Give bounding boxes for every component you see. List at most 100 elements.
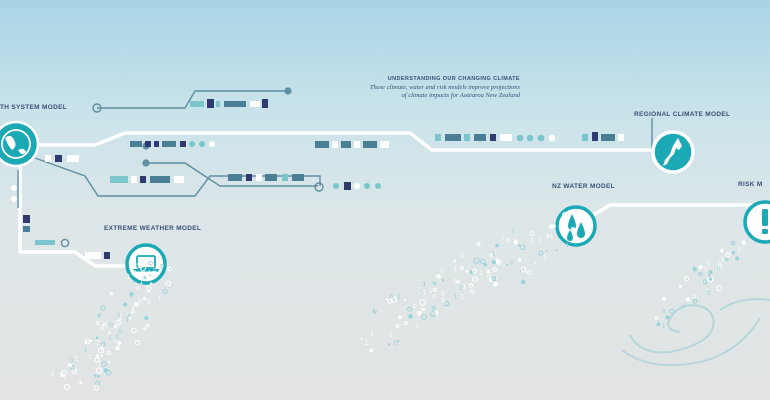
particle-dot [169, 268, 171, 271]
particle-ring [105, 370, 112, 376]
particle-ring [562, 211, 569, 219]
particle-ring [692, 299, 698, 304]
binary-digit: 1 [480, 270, 484, 277]
particle-ring [432, 281, 437, 285]
risk-label: RISK M [738, 181, 763, 188]
binary-digit: 1 [417, 287, 421, 294]
particle-dot [735, 256, 740, 261]
binary-particle-stream: 1100110110111000111111110100010111010011… [51, 211, 746, 391]
binary-digit: 1 [108, 334, 112, 341]
particle-ring [134, 339, 141, 346]
particle-dot [517, 244, 521, 247]
particle-ring [387, 298, 393, 304]
particle-dot [436, 274, 441, 279]
particle-ring [489, 253, 493, 257]
binary-digit: 0 [389, 294, 393, 301]
particle-ring [404, 321, 409, 326]
nz-water-label: NZ WATER MODEL [552, 183, 615, 190]
particle-ring [538, 250, 544, 256]
binary-digit: 0 [389, 332, 393, 339]
particle-dot [518, 258, 522, 262]
particle-dot [731, 251, 736, 255]
binary-digit: 1 [454, 294, 458, 301]
binary-digit: 1 [550, 233, 554, 240]
particle-ring [473, 257, 480, 264]
particle-dot [678, 285, 682, 288]
binary-digit: 1 [75, 356, 79, 363]
particle-dot [707, 274, 711, 277]
particle-dot [419, 289, 421, 292]
particle-dot [442, 279, 445, 282]
particle-ring [468, 283, 474, 288]
binary-digit: 1 [530, 237, 534, 244]
binary-digit: 1 [63, 374, 67, 381]
particle-dot [708, 276, 713, 281]
particle-dot [385, 298, 388, 301]
particle-ring [165, 280, 172, 287]
binary-digit: 1 [372, 307, 376, 314]
particle-ring [97, 313, 101, 318]
particle-dot [102, 323, 106, 326]
particle-dot [397, 315, 402, 320]
binary-digit: 1 [453, 266, 457, 273]
particle-dot [149, 282, 153, 286]
earth-system-node [0, 120, 40, 168]
binary-digit: 1 [565, 242, 569, 249]
particle-ring [496, 259, 502, 265]
binary-digit: 0 [138, 298, 142, 305]
particle-dot [662, 296, 666, 301]
binary-digit: 0 [718, 261, 722, 268]
particle-dot [149, 274, 152, 277]
binary-digit: 0 [442, 298, 446, 305]
binary-digit: 1 [118, 311, 122, 318]
particle-dot [741, 240, 746, 245]
particle-ring [142, 273, 149, 281]
particle-dot [491, 259, 497, 265]
binary-digit: 0 [441, 291, 445, 298]
particle-ring [95, 381, 100, 386]
binary-digit: 0 [563, 218, 567, 225]
particle-ring [472, 268, 477, 274]
binary-digit: 1 [459, 285, 463, 292]
particle-dot [513, 240, 519, 245]
particle-ring [459, 266, 464, 271]
binary-digit: 1 [544, 255, 548, 262]
binary-digit: 1 [370, 330, 374, 337]
particle-dot [483, 263, 487, 267]
particle-ring [654, 316, 659, 320]
binary-digit: 1 [737, 247, 741, 254]
particle-dot [555, 249, 558, 252]
particle-ring [725, 257, 729, 261]
particle-dot [665, 315, 670, 320]
earth-system-label: TH SYSTEM MODEL [0, 104, 67, 111]
binary-digit: 0 [136, 286, 140, 293]
binary-digit: 1 [101, 344, 105, 351]
particle-ring [669, 308, 675, 315]
particle-dot [453, 259, 456, 263]
particle-dot [100, 354, 104, 357]
particle-dot [506, 263, 509, 266]
particle-dot [421, 307, 426, 311]
particle-dot [656, 322, 661, 327]
particle-dot [142, 296, 147, 301]
binary-digit: 0 [506, 238, 510, 245]
particle-dot [396, 340, 399, 343]
particle-ring [707, 276, 714, 283]
binary-digit: 0 [153, 266, 157, 273]
swirl-decoration [621, 298, 770, 367]
particle-dot [369, 348, 373, 353]
binary-digit: 1 [107, 331, 111, 338]
risk-node [743, 200, 770, 244]
binary-digit: 1 [160, 263, 164, 270]
particle-ring [150, 271, 158, 278]
particle-dot [132, 280, 135, 283]
binary-digit: 1 [148, 270, 152, 277]
binary-digit: 1 [423, 289, 427, 296]
particle-dot [89, 339, 93, 342]
binary-digit: 1 [74, 366, 78, 373]
particle-ring [725, 252, 730, 258]
callout-body-line1: These climate, water and risk models imp… [369, 84, 520, 91]
particle-ring [115, 319, 121, 325]
particle-ring [130, 327, 137, 334]
